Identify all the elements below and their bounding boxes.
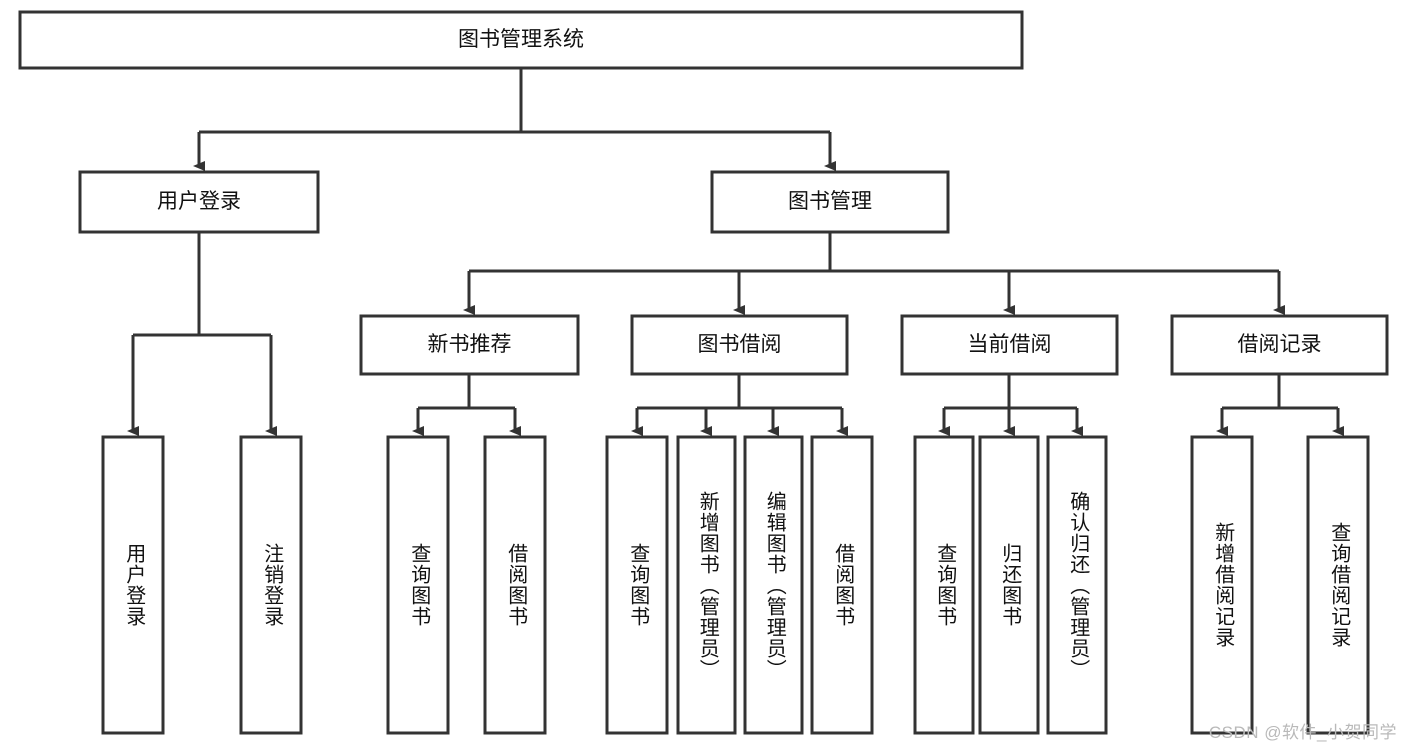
node-box-book-management	[710, 170, 950, 234]
leaf-box-borrow-records-1	[1306, 435, 1370, 735]
leaf-box-current-borrow-0	[913, 435, 975, 735]
leaf-box-new-book-0	[386, 435, 450, 735]
node-box-root	[18, 10, 1024, 70]
leaf-box-book-borrow-2	[743, 435, 804, 735]
node-box-book-borrow	[630, 314, 849, 376]
node-box-borrow-records	[1170, 314, 1389, 376]
watermark-text: CSDN @软件_小贺同学	[1208, 723, 1397, 742]
node-box-new-book	[359, 314, 580, 376]
leaf-box-book-borrow-0	[605, 435, 669, 735]
node-box-current-borrow	[900, 314, 1119, 376]
leaf-box-borrow-records-0	[1190, 435, 1254, 735]
leaf-box-user-login-0	[101, 435, 165, 735]
leaf-box-book-borrow-1	[676, 435, 737, 735]
leaf-box-user-login-1	[239, 435, 303, 735]
leaf-box-new-book-1	[483, 435, 547, 735]
leaf-box-current-borrow-1	[978, 435, 1040, 735]
leaf-box-current-borrow-2	[1046, 435, 1108, 735]
leaf-box-book-borrow-3	[810, 435, 874, 735]
node-box-user-login	[78, 170, 320, 234]
